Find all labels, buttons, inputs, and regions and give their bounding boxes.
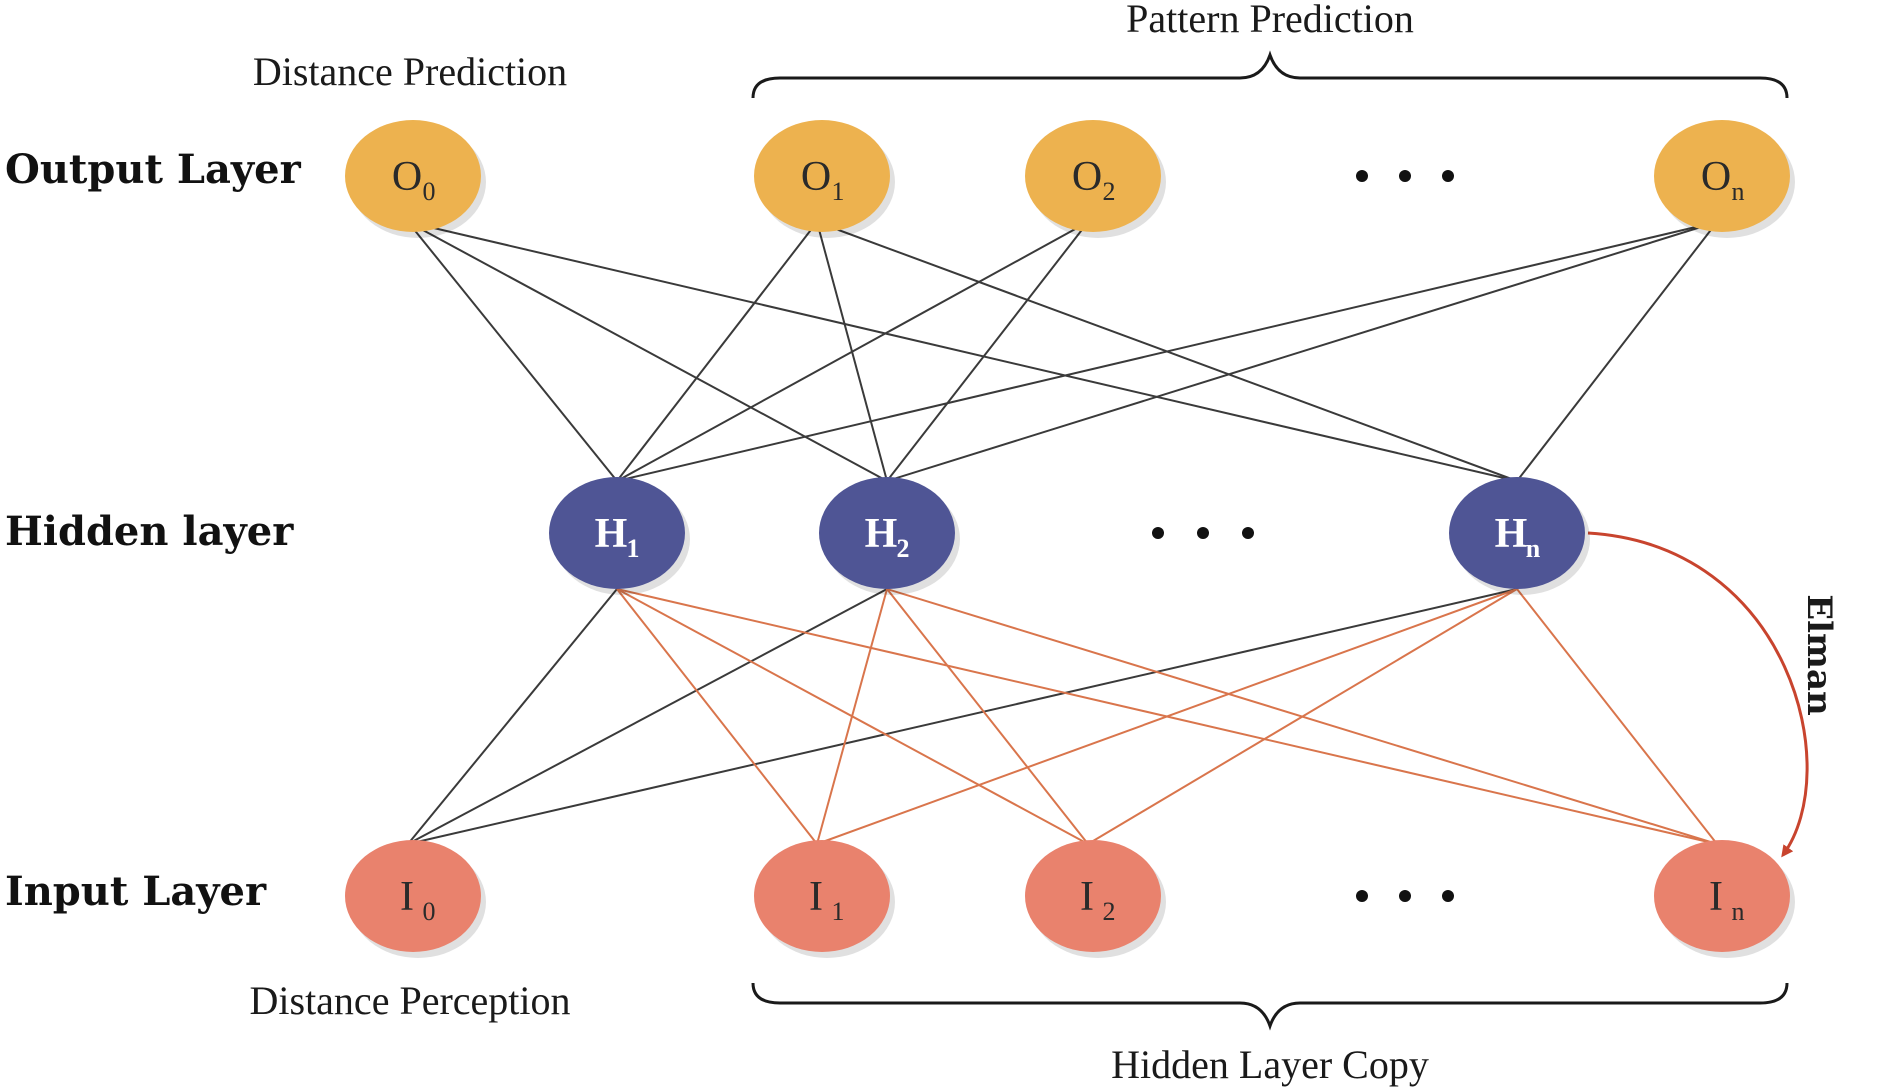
edge-Hn-I1 bbox=[816, 588, 1518, 845]
node-circle bbox=[1654, 120, 1790, 232]
edge-Hn-I0 bbox=[407, 588, 1518, 845]
node-circle bbox=[345, 120, 481, 232]
node-subscript: 2 bbox=[1103, 177, 1116, 206]
edge-H1-I0 bbox=[407, 588, 618, 845]
edge-On-H1 bbox=[616, 221, 1718, 482]
node-subscript: n bbox=[1526, 534, 1541, 563]
node-hn: Hn bbox=[1449, 477, 1590, 595]
node-subscript: 0 bbox=[423, 177, 436, 206]
edge-O1-H1 bbox=[616, 221, 818, 482]
node-label: I bbox=[400, 874, 414, 920]
node-subscript: 1 bbox=[832, 177, 845, 206]
node-subscript: n bbox=[1732, 897, 1745, 926]
node-label: H bbox=[595, 511, 628, 557]
node-circle bbox=[1654, 840, 1790, 952]
input-ellipsis bbox=[1356, 890, 1454, 902]
node-circle bbox=[819, 477, 955, 589]
node-label: H bbox=[865, 511, 898, 557]
elman-label: Elman bbox=[1799, 594, 1839, 716]
node-subscript: 1 bbox=[627, 534, 640, 563]
node-circle bbox=[1025, 120, 1161, 232]
connection-lines bbox=[407, 221, 1718, 845]
edge-H2-I1 bbox=[816, 588, 888, 845]
node-label: H bbox=[1495, 511, 1528, 557]
output-ellipsis bbox=[1356, 170, 1454, 182]
node-subscript: 2 bbox=[1103, 897, 1116, 926]
node-subscript: n bbox=[1732, 177, 1745, 206]
edge-H2-I0 bbox=[407, 588, 888, 845]
edge-O2-H1 bbox=[616, 221, 1089, 482]
pattern-prediction-brace bbox=[751, 50, 1789, 99]
node-circle bbox=[549, 477, 685, 589]
node-label: O bbox=[1701, 154, 1731, 200]
edge-O0-H2 bbox=[407, 221, 888, 482]
node-subscript: 2 bbox=[897, 534, 910, 563]
edge-H1-I1 bbox=[616, 588, 818, 845]
edge-H2-I2 bbox=[886, 588, 1089, 845]
node-label: O bbox=[1072, 154, 1102, 200]
hidden-layer-label: Hidden layer bbox=[5, 508, 294, 555]
output-layer-label: Output Layer bbox=[5, 146, 302, 193]
node-label: I bbox=[1709, 874, 1723, 920]
hidden-layer-copy-caption: Hidden Layer Copy bbox=[1111, 1042, 1429, 1087]
node-circle bbox=[754, 120, 890, 232]
node-label: O bbox=[392, 154, 422, 200]
distance-perception-caption: Distance Perception bbox=[250, 978, 571, 1023]
node-subscript: 1 bbox=[832, 897, 845, 926]
node-circle bbox=[1449, 477, 1585, 589]
node-circle bbox=[754, 840, 890, 952]
edge-O0-Hn bbox=[407, 221, 1518, 482]
edge-O2-H2 bbox=[886, 221, 1089, 482]
edge-O0-H1 bbox=[407, 221, 618, 482]
elman-recurrent-arrow bbox=[1587, 531, 1809, 858]
input-layer-label: Input Layer bbox=[5, 868, 267, 915]
edge-On-Hn bbox=[1516, 221, 1718, 482]
pattern-prediction-caption: Pattern Prediction bbox=[1126, 0, 1414, 41]
edge-Hn-In bbox=[1516, 588, 1718, 845]
node-label: I bbox=[1080, 874, 1094, 920]
node-subscript: 0 bbox=[423, 897, 436, 926]
edge-Hn-I2 bbox=[1087, 588, 1518, 845]
node-label: O bbox=[801, 154, 831, 200]
hidden-ellipsis bbox=[1152, 527, 1254, 539]
hidden-layer-copy-brace bbox=[751, 982, 1789, 1031]
node-circle bbox=[345, 840, 481, 952]
distance-prediction-caption: Distance Prediction bbox=[253, 49, 567, 94]
node-circle bbox=[1025, 840, 1161, 952]
node-label: I bbox=[809, 874, 823, 920]
edge-On-H2 bbox=[886, 221, 1718, 482]
